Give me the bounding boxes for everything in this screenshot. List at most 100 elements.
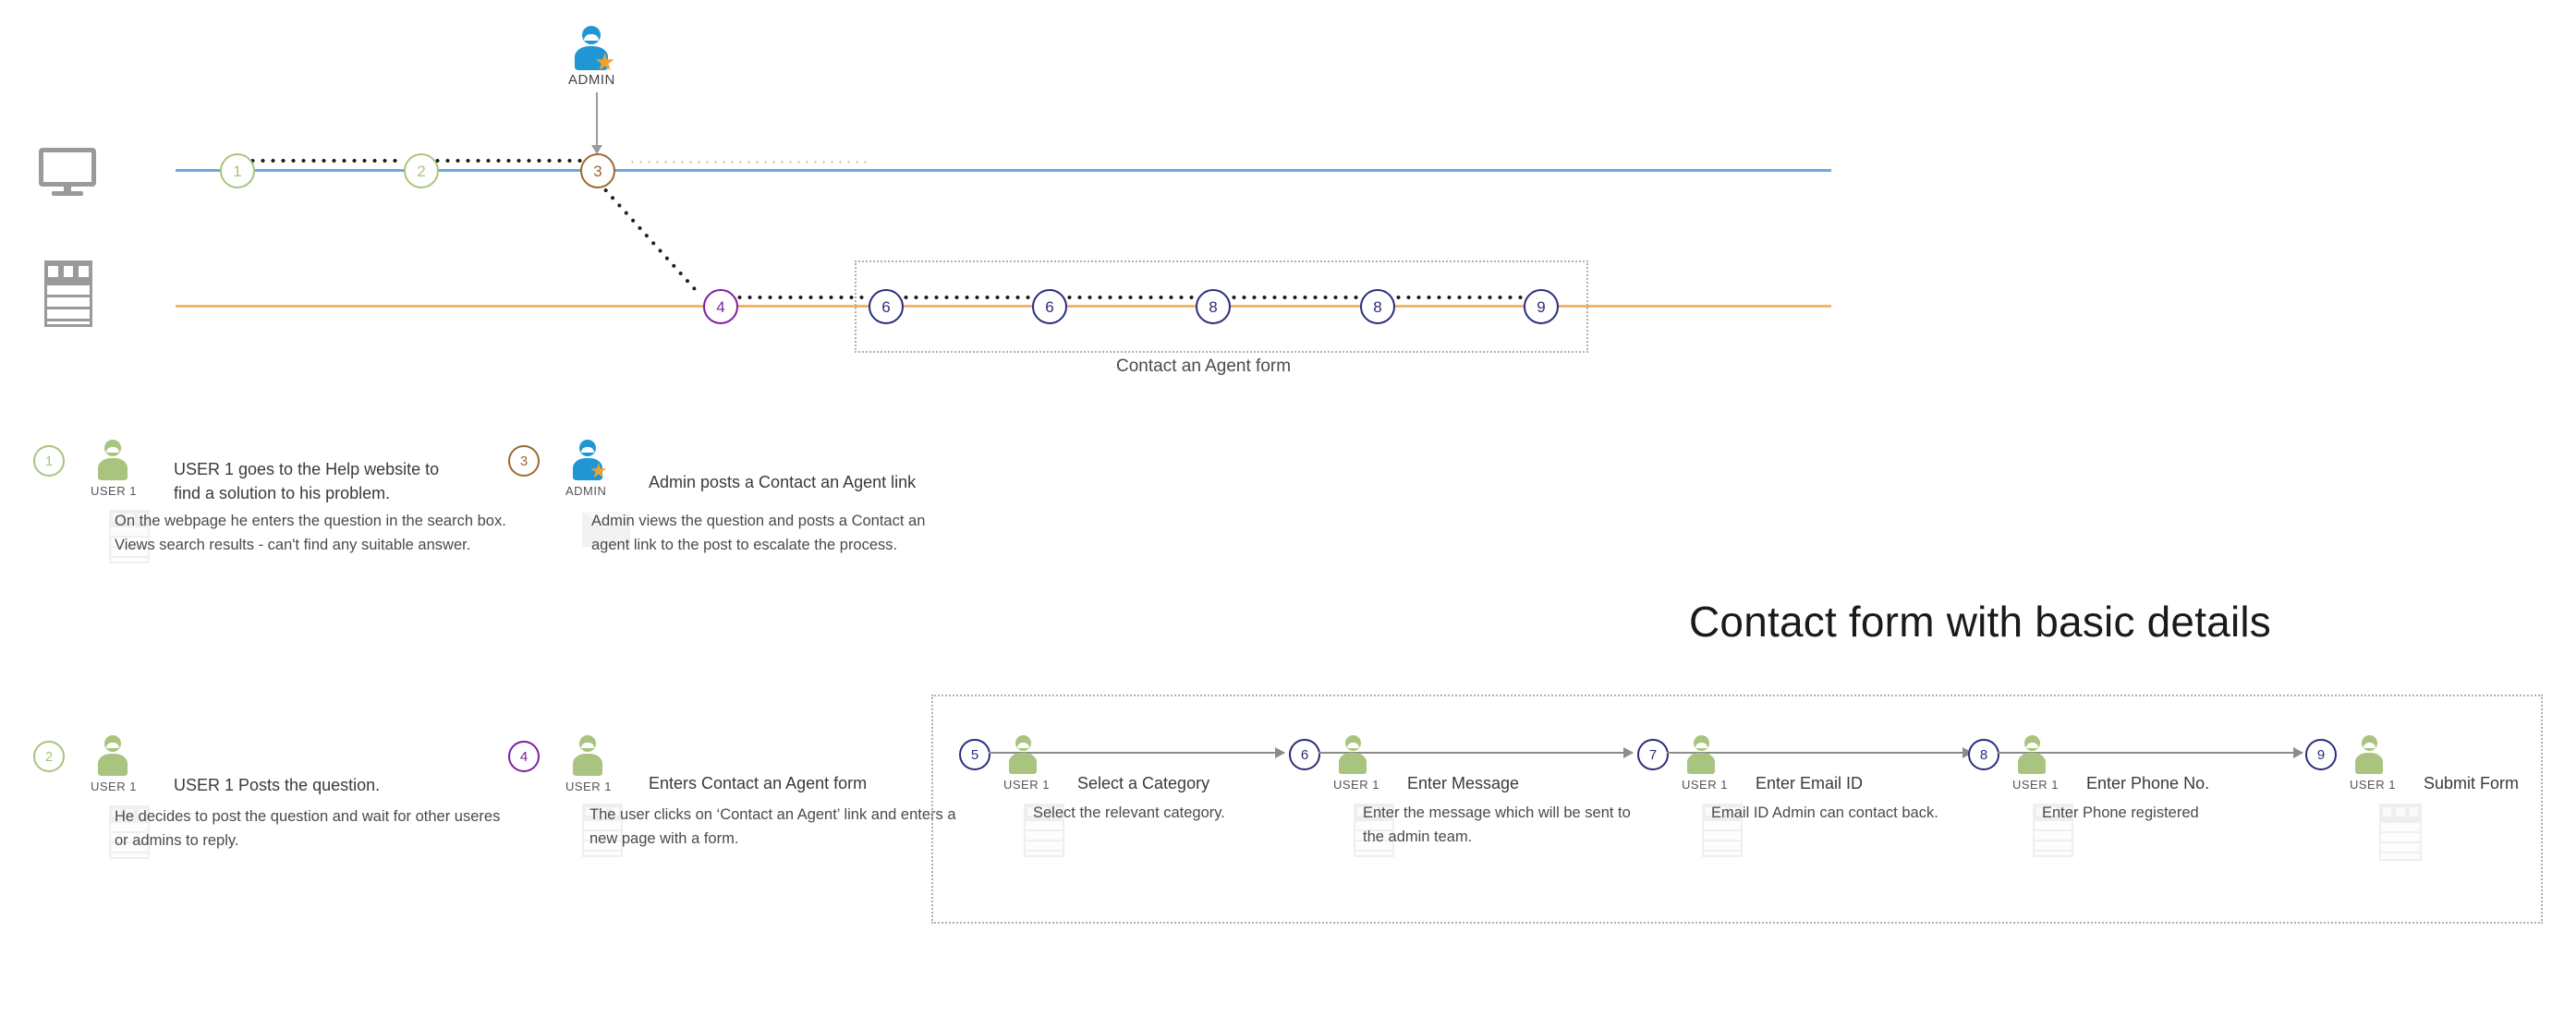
user-person-icon [571,735,604,776]
step-note: Admin views the question and posts a Con… [591,513,926,553]
form-step-card-8: 8 USER 1 Enter Phone No. Enter Phone reg… [1968,735,2338,896]
step-badge-4[interactable]: 4 [508,741,540,772]
form-step-badge-7[interactable]: 7 [1637,739,1669,770]
step-number: 7 [1648,746,1658,763]
web-lane-rail [176,169,1831,172]
node-number: 8 [1209,297,1218,316]
step-number: 3 [519,453,529,469]
user-person-icon [2353,735,2385,774]
timeline-node-form-8b[interactable]: 8 [1360,289,1395,324]
user-person-icon [96,735,129,776]
form-step-card-6: 6 USER 1 Enter Message Enter the message… [1289,735,1659,896]
step-role-label: ADMIN [565,484,607,498]
form-step-role-label: USER 1 [1333,778,1379,792]
timeline-node-form-4[interactable]: 4 [703,289,738,324]
timeline-node-form-9[interactable]: 9 [1524,289,1559,324]
node-number: 2 [417,162,426,180]
page-title: Contact form with basic details [1689,598,2272,646]
ghost-form-icon [582,804,623,857]
form-step-role-label: USER 1 [2012,778,2059,792]
form-step-badge-8[interactable]: 8 [1968,739,1999,770]
contact-agent-form-group-box [855,260,1588,353]
form-connector-8a-8b [1229,296,1358,299]
ghost-form-icon [2033,804,2073,857]
user-person-icon [2016,735,2047,774]
form-connector-6b-8a [1064,296,1194,299]
step-note: The user clicks on ‘Contact an Agent’ li… [589,806,956,847]
form-step-title: Select a Category [1077,774,1210,792]
step-number: 5 [970,746,979,763]
form-step-note: Select the relevant category. [1033,804,1225,821]
step-card-2: 2 USER 1 USER 1 Posts the question. He d… [33,735,514,916]
form-steps-group-box [931,695,2543,924]
timeline-node-form-8a[interactable]: 8 [1196,289,1231,324]
step-role-label: USER 1 [91,780,137,793]
ghost-form-icon [109,805,150,859]
form-step-arrow [1667,747,1973,758]
user-person-icon [1685,735,1717,774]
timeline-node-web-1[interactable]: 1 [220,153,255,188]
form-step-badge-6[interactable]: 6 [1289,739,1320,770]
admin-actor-label: ADMIN [568,72,615,88]
ghost-form-icon [2379,804,2422,861]
user-person-icon [1337,735,1368,774]
step-number: 1 [44,453,54,469]
step-note: On the webpage he enters the question in… [115,513,506,553]
ghost-form-icon [1354,804,1394,857]
step-number: 8 [1979,746,1988,763]
step-number: 2 [44,748,54,765]
step-number: 6 [1300,746,1309,763]
node-number: 1 [233,162,242,180]
web-connector-2-3 [432,159,589,163]
timeline-node-web-2[interactable]: 2 [404,153,439,188]
timeline-node-web-3[interactable]: 3 [580,153,615,188]
form-lane-rail [176,305,1831,308]
step-badge-3[interactable]: 3 [508,445,540,477]
step-title-line2: find a solution to his problem. [174,484,391,502]
form-step-badge-5[interactable]: 5 [959,739,990,770]
form-step-card-9: 9 USER 1 Submit Form [2305,735,2546,896]
step-title: Enters Contact an Agent form [649,774,868,792]
timeline-node-form-6b[interactable]: 6 [1032,289,1067,324]
form-step-note: Enter Phone registered [2042,804,2199,821]
node-number: 6 [881,297,891,316]
form-connector-4-6a [735,296,869,299]
form-step-card-7: 7 USER 1 Enter Email ID Email ID Admin c… [1637,735,2007,896]
node-number: 6 [1045,297,1054,316]
step-card-3: 3 ★ ADMIN Admin posts a Contact an Agent… [508,440,989,621]
step-role-label: USER 1 [91,484,137,498]
step-card-1: 1 USER 1 USER 1 goes to the Help website… [33,440,514,621]
timeline-node-form-6a[interactable]: 6 [869,289,904,324]
form-step-title: Enter Phone No. [2086,774,2210,792]
node-number: 4 [716,297,725,316]
form-step-title: Enter Message [1407,774,1520,792]
form-step-note: Email ID Admin can contact back. [1711,804,1938,821]
user-person-icon [1007,735,1039,774]
star-badge-icon: ★ [594,48,616,76]
step-role-label: USER 1 [565,780,612,793]
step-badge-2[interactable]: 2 [33,741,65,772]
admin-person-icon: ★ [571,440,608,481]
star-badge-icon: ★ [589,459,608,482]
form-step-role-label: USER 1 [1003,778,1050,792]
web-connector-1-2 [248,159,403,163]
admin-to-node3-arrow [591,92,602,154]
ghost-form-icon [109,510,150,563]
ghost-form-icon [1024,804,1064,857]
form-connector-8b-9 [1393,296,1523,299]
form-connector-6a-6b [901,296,1030,299]
step-badge-1[interactable]: 1 [33,445,65,477]
form-step-role-label: USER 1 [2350,778,2396,792]
step-title: Admin posts a Contact an Agent link [649,473,917,491]
ghost-form-icon [1702,804,1743,857]
form-step-card-5: 5 USER 1 Select a Category Select the re… [959,735,1329,896]
form-icon [44,260,92,327]
step-title: USER 1 goes to the Help website to [174,460,440,478]
form-step-badge-9[interactable]: 9 [2305,739,2337,770]
step-number: 4 [519,748,529,765]
form-step-arrow [1998,747,2303,758]
monitor-icon [39,148,96,196]
web-connector-after-3 [628,161,872,163]
form-step-note: Enter the message which will be sent to … [1363,804,1631,845]
node-number: 8 [1373,297,1382,316]
